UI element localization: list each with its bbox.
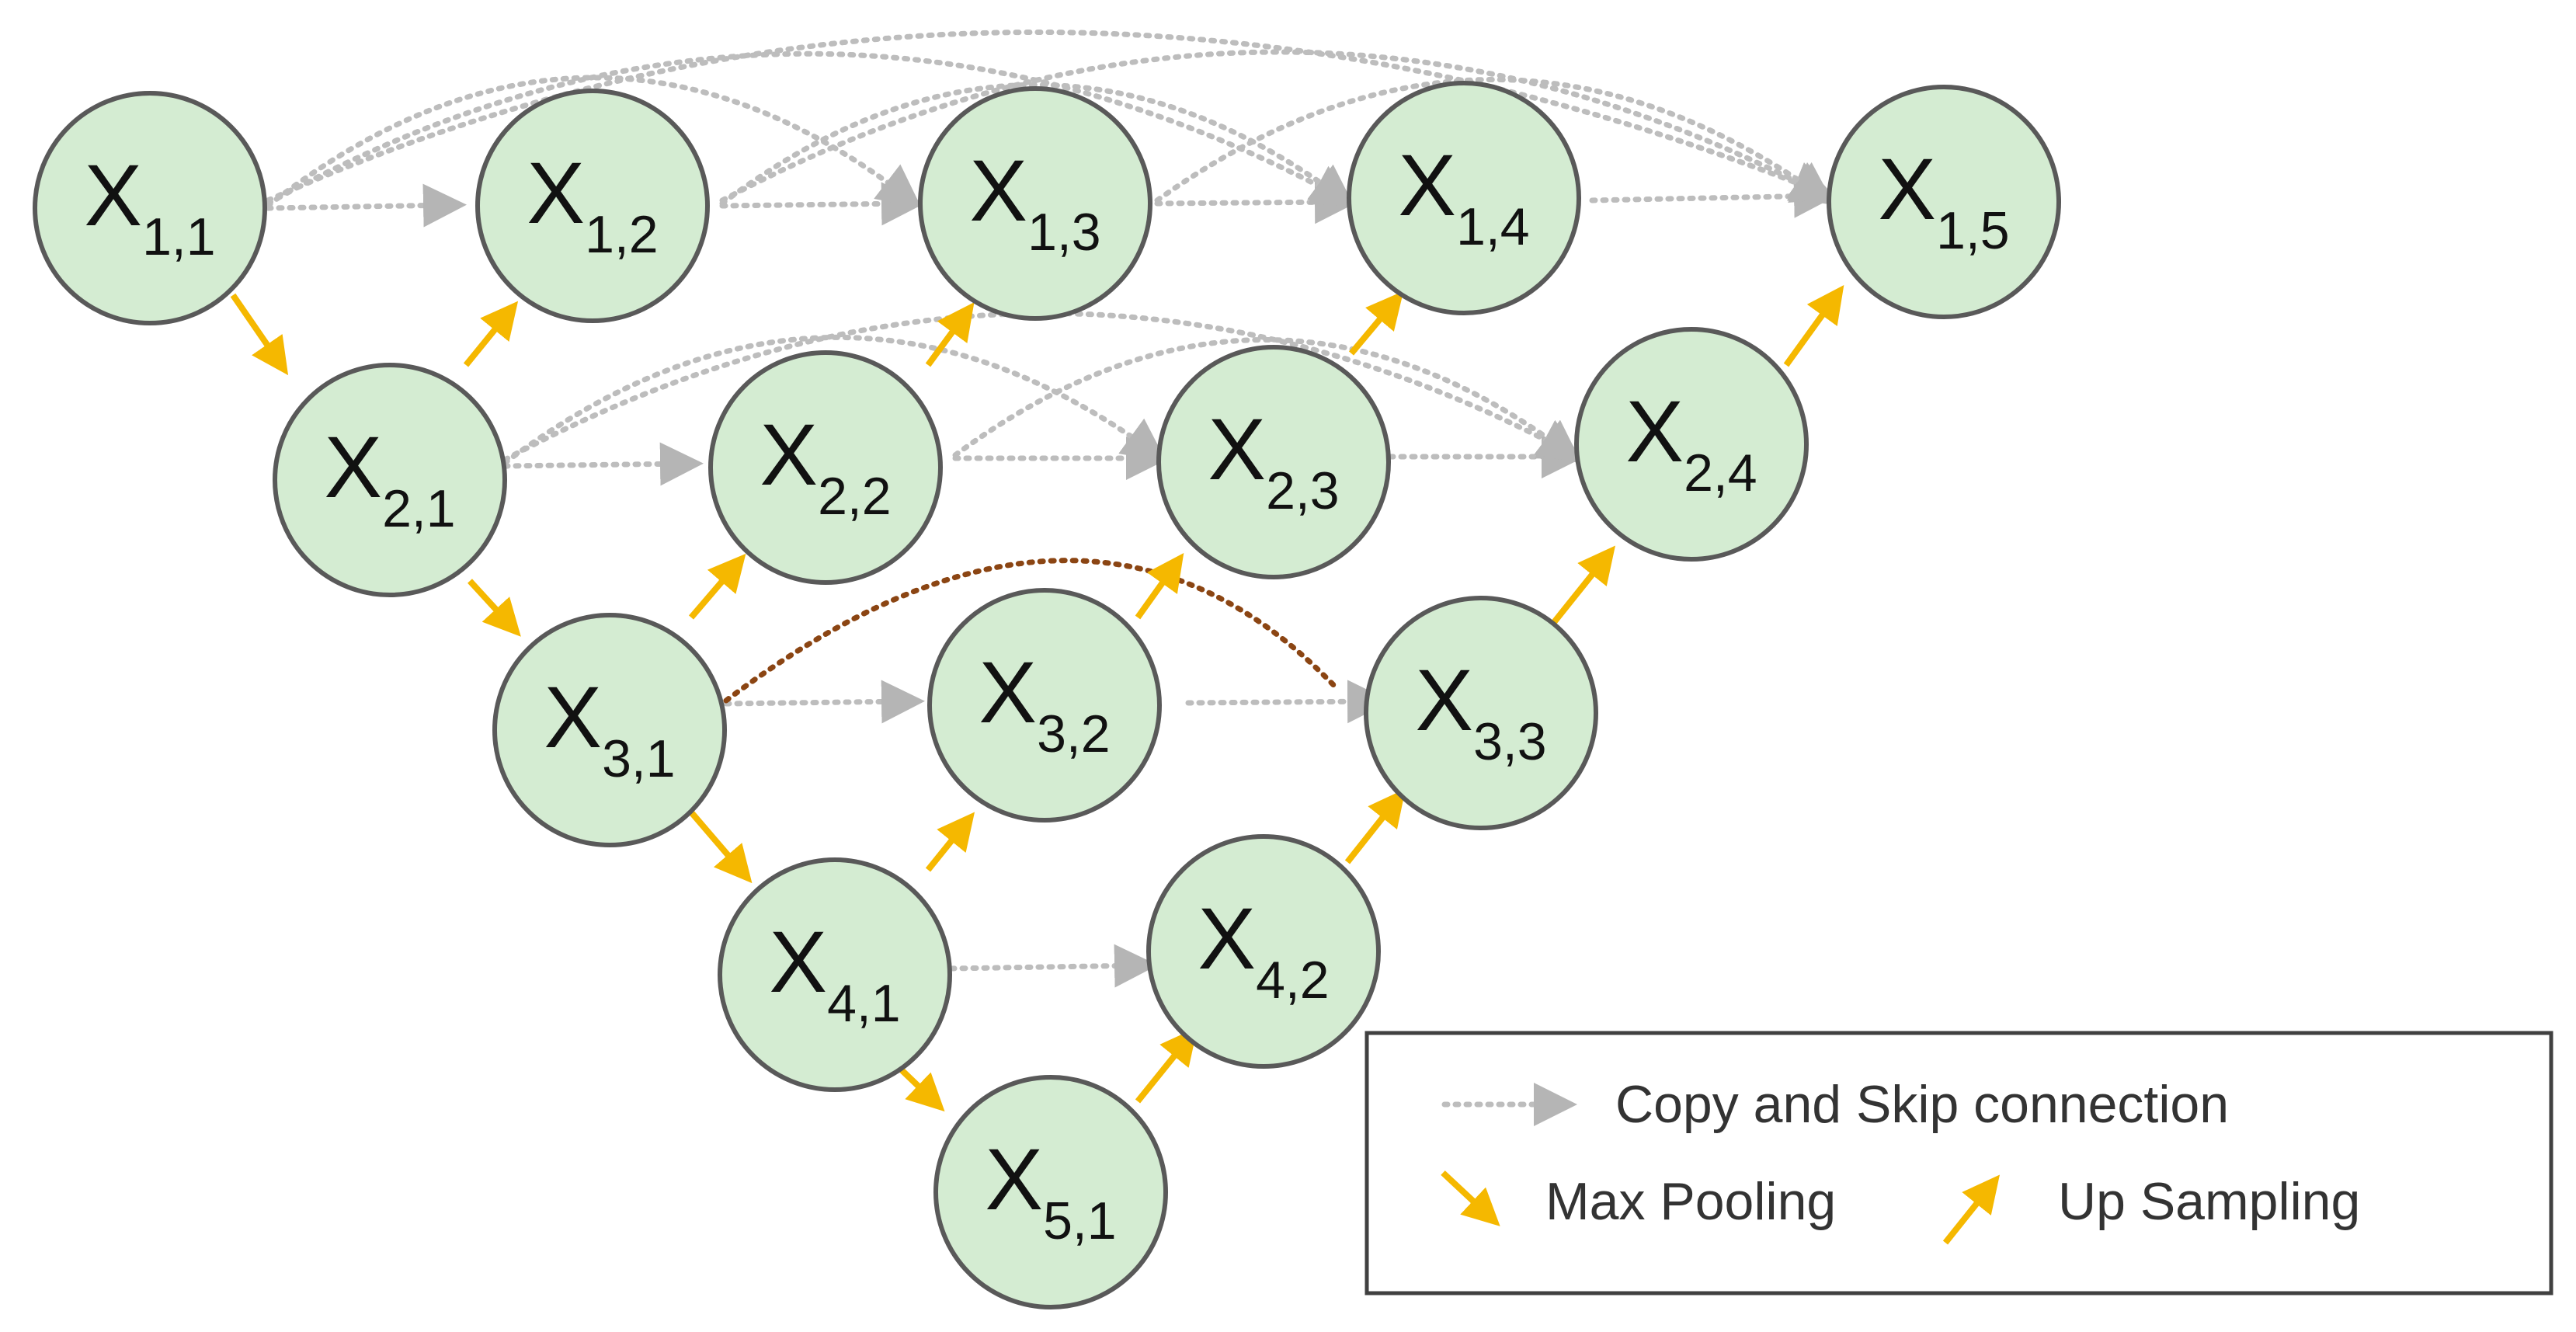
skip-connections xyxy=(265,30,1837,988)
maxpool-x11-x21 xyxy=(230,293,289,376)
nodes: X1,1 X1,2 X1,3 X1,4 X1,5 X2,1 X2,2 X2, xyxy=(33,81,2061,1309)
legend-up-sampling-label: Up Sampling xyxy=(2058,1172,2360,1231)
skip-x21-x22 xyxy=(502,442,704,486)
node-x42-label: X4,2 xyxy=(1198,890,1329,1010)
node-x24-label: X2,4 xyxy=(1625,383,1757,503)
upsample-x21-x12 xyxy=(463,301,519,367)
upsample-x41-x32 xyxy=(925,812,975,872)
maxpool-x41-x51 xyxy=(895,1063,945,1112)
legend-max-pooling-label: Max Pooling xyxy=(1545,1172,1836,1231)
node-x14-label: X1,4 xyxy=(1398,137,1529,256)
upsample-x24-x15 xyxy=(1783,285,1844,367)
node-x32-label: X3,2 xyxy=(979,644,1110,763)
node-x21: X2,1 xyxy=(273,363,507,597)
legend-box xyxy=(1364,1031,2553,1295)
node-x41-label: X4,1 xyxy=(769,913,900,1033)
skip-x13-x15 xyxy=(1154,77,1835,206)
maxpool-x21-x31 xyxy=(468,579,521,637)
legend-max-pooling-sample xyxy=(1441,1170,1500,1226)
node-x41: X4,1 xyxy=(718,857,952,1092)
upsample-x32-x23 xyxy=(1135,552,1184,620)
sampling-arrows xyxy=(230,285,1844,1112)
node-x31-label: X3,1 xyxy=(544,669,675,788)
maxpool-x31-x41 xyxy=(684,805,753,884)
node-x13-label: X1,3 xyxy=(969,142,1100,262)
node-x42: X4,2 xyxy=(1146,834,1381,1069)
node-x11-label: X1,1 xyxy=(84,147,215,266)
node-x32: X3,2 xyxy=(927,588,1162,823)
node-x51: X5,1 xyxy=(933,1075,1168,1309)
legend-up-sampling-sample xyxy=(1942,1174,2000,1245)
upsample-x22-x13 xyxy=(925,302,975,367)
node-x13: X1,3 xyxy=(918,86,1152,321)
node-x22: X2,2 xyxy=(708,350,943,585)
node-x51-label: X5,1 xyxy=(985,1131,1116,1250)
upsample-x31-x22 xyxy=(688,553,746,620)
skip-x22-x24 xyxy=(952,337,1582,464)
node-x31: X3,1 xyxy=(492,613,727,847)
upsample-x42-x33 xyxy=(1344,788,1406,864)
node-x12-label: X1,2 xyxy=(527,144,658,264)
upsample-x23-x14 xyxy=(1348,290,1404,356)
skip-x31-x32 xyxy=(723,680,925,724)
node-x23-label: X2,3 xyxy=(1208,401,1339,520)
node-x14: X1,4 xyxy=(1347,81,1581,315)
upsample-x51-x42 xyxy=(1135,1027,1198,1104)
node-x33: X3,3 xyxy=(1364,596,1598,830)
upsample-x33-x24 xyxy=(1542,545,1615,635)
node-x24: X2,4 xyxy=(1574,327,1809,562)
node-x21-label: X2,1 xyxy=(324,419,455,538)
node-x15: X1,5 xyxy=(1827,85,2061,319)
skip-x41-x42 xyxy=(948,944,1158,988)
legend: Copy and Skip connection Max Pooling Up … xyxy=(1364,1031,2553,1295)
skip-x32-x33 xyxy=(1185,680,1391,724)
skip-x12-x15 xyxy=(719,49,1836,203)
skip-x31-x33-highlight xyxy=(723,558,1339,704)
skip-x13-x14 xyxy=(1154,180,1358,224)
skip-x11-x12 xyxy=(265,183,467,228)
node-x15-label: X1,5 xyxy=(1878,141,2009,260)
skip-x12-x13 xyxy=(719,182,925,226)
skip-x21-x24 xyxy=(502,310,1583,463)
node-x11: X1,1 xyxy=(33,91,267,325)
node-x22-label: X2,2 xyxy=(760,406,891,526)
skip-x14-x15 xyxy=(1589,174,1837,218)
node-x23: X2,3 xyxy=(1156,345,1391,579)
skip-x11-x15 xyxy=(265,30,1837,203)
skip-x11-x14 xyxy=(265,50,1357,207)
node-x33-label: X3,3 xyxy=(1415,652,1546,771)
node-x12: X1,2 xyxy=(475,89,710,323)
legend-copy-skip-label: Copy and Skip connection xyxy=(1615,1075,2229,1134)
